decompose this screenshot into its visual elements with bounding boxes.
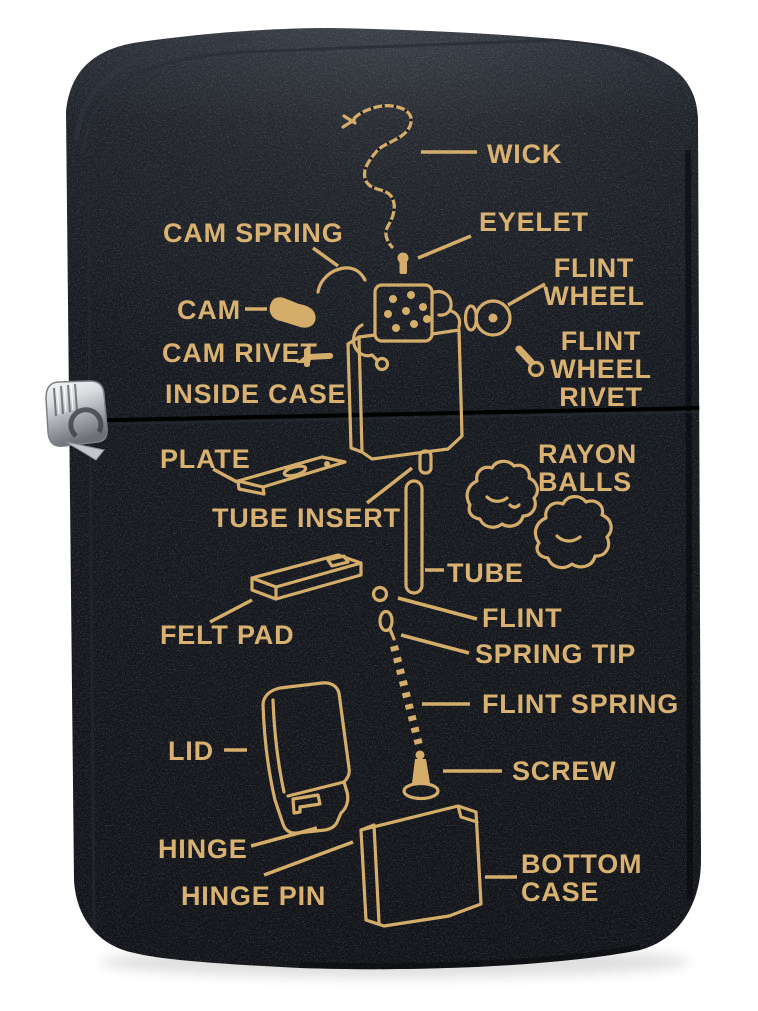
- label-lid: LID: [168, 736, 214, 766]
- leader-flint: [397, 596, 478, 621]
- leader-hinge-pin: [263, 840, 354, 877]
- label-inside-case: INSIDE CASE: [165, 379, 346, 409]
- leader-hinge: [250, 826, 318, 848]
- chrome-hinge: [45, 380, 108, 461]
- label-cam-rivet: CAM RIVET: [162, 338, 318, 368]
- cam-rivet-drawing: [296, 348, 334, 367]
- leader-tube-insert: [365, 466, 414, 505]
- label-tube-insert: TUBE INSERT: [212, 503, 401, 533]
- felt-pad-drawing: [250, 553, 363, 601]
- cam-drawing: [269, 297, 316, 328]
- inside-case-drawing: [346, 283, 464, 461]
- screw-drawing: [402, 750, 440, 801]
- label-plate: PLATE: [160, 444, 251, 474]
- flint-wheel-rivet-drawing: [515, 345, 545, 378]
- label-flint-spring: FLINT SPRING: [482, 689, 679, 719]
- label-cam-spring: CAM SPRING: [163, 218, 344, 248]
- rayon-balls-drawing: [465, 459, 613, 570]
- flint-spring-drawing: [390, 645, 424, 750]
- label-eyelet: EYELET: [479, 207, 589, 237]
- cam-spring-drawing: [316, 266, 367, 294]
- leader-eyelet: [417, 234, 472, 260]
- tube-drawing: [404, 479, 424, 595]
- label-tube: TUBE: [447, 558, 524, 588]
- bottom-case-drawing: [359, 804, 483, 928]
- leader-felt-pad: [209, 598, 253, 624]
- tube-insert-drawing: [418, 449, 433, 475]
- label-felt-pad: FELT PAD: [160, 620, 294, 650]
- label-screw: SCREW: [512, 756, 617, 786]
- spring-tip-drawing: [378, 609, 396, 641]
- body-texture: [66, 28, 701, 970]
- label-wick: WICK: [487, 139, 562, 169]
- leader-flint-wheel: [507, 282, 546, 307]
- leader-plate: [212, 467, 238, 484]
- lid-drawing: [261, 681, 351, 835]
- label-spring-tip: SPRING TIP: [475, 639, 636, 669]
- wick-drawing: [341, 104, 413, 249]
- label-flint: FLINT: [482, 603, 562, 633]
- leader-spring-tip: [400, 633, 470, 655]
- label-cam: CAM: [177, 295, 241, 325]
- eyelet-drawing: [397, 252, 409, 274]
- plate-drawing: [236, 455, 347, 496]
- label-hinge: HINGE: [158, 834, 248, 864]
- flint-drawing: [371, 585, 389, 603]
- seam-line: [66, 406, 701, 423]
- flint-wheel-drawing: [463, 299, 512, 337]
- label-hinge-pin: HINGE PIN: [181, 881, 326, 911]
- leader-cam-spring: [311, 246, 340, 268]
